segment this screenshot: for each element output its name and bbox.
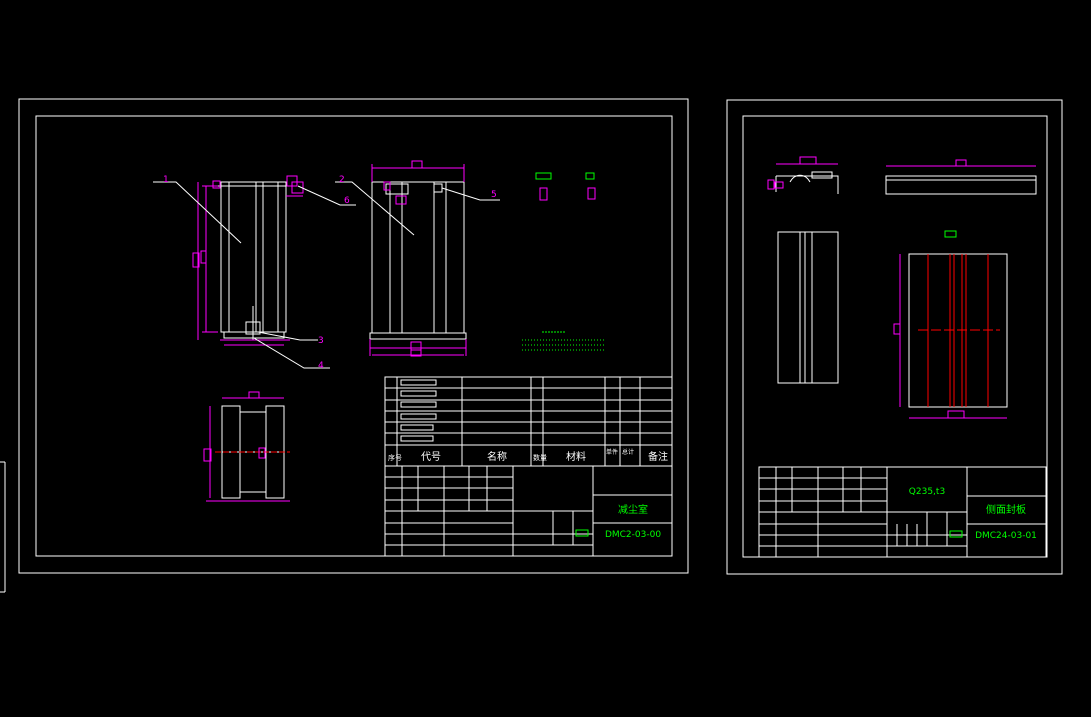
detail-a xyxy=(539,187,548,201)
part-title: 侧面封板 xyxy=(986,503,1026,516)
front-view xyxy=(192,175,304,346)
part-outer-frame xyxy=(726,99,1063,575)
bom-code-header: 代号 xyxy=(421,451,441,463)
detail-a-label xyxy=(535,172,552,180)
assembly-outer-frame xyxy=(18,98,689,574)
bill-of-materials: 序号 代号 名称 数量 材料 单件 总计 备注 xyxy=(384,376,673,467)
part-top-view xyxy=(885,159,1037,195)
assembly-inner-frame xyxy=(35,115,673,557)
balloon-5: 5 xyxy=(491,190,497,200)
side-view xyxy=(369,160,467,357)
bom-name-header: 名称 xyxy=(487,450,507,463)
assembly-title-block: 减尘室 DMC2-03-00 xyxy=(384,465,673,557)
balloon-4: 4 xyxy=(318,361,324,371)
bom-total-weight-header: 总计 xyxy=(622,448,634,456)
assembly-drawing-number: DMC2-03-00 xyxy=(605,530,661,540)
part-inner-frame xyxy=(742,115,1048,558)
part-title-block: Q235,t3 侧面封板 DMC24-03-01 xyxy=(758,466,1047,558)
part-material: Q235,t3 xyxy=(909,487,945,497)
part-drawing-number: DMC24-03-01 xyxy=(975,531,1037,541)
technical-notes xyxy=(522,331,604,351)
detail-b xyxy=(587,187,596,200)
assembly-title: 减尘室 xyxy=(618,503,648,516)
part-end-view xyxy=(767,156,839,194)
leader-lines xyxy=(153,181,500,369)
adjacent-sheet-fragment xyxy=(0,461,6,593)
detail-b-label xyxy=(585,172,595,180)
balloon-3: 3 xyxy=(318,336,324,346)
assembly-sheet: 1 2 3 4 5 6 xyxy=(18,98,689,574)
bom-seq-header: 序号 xyxy=(388,453,402,462)
bom-qty-header: 数量 xyxy=(533,453,547,462)
balloon-2: 2 xyxy=(339,175,345,185)
bom-unit-weight-header: 单件 xyxy=(606,448,618,456)
bom-remark-header: 备注 xyxy=(648,450,668,463)
part-side-view xyxy=(777,231,839,384)
part-sheet: Q235,t3 侧面封板 DMC24-03-01 xyxy=(726,99,1063,575)
plan-view xyxy=(203,391,290,502)
balloon-6: 6 xyxy=(344,196,350,206)
bom-material-header: 材料 xyxy=(566,450,586,463)
balloon-1: 1 xyxy=(163,175,169,185)
part-main-view xyxy=(893,230,1008,419)
